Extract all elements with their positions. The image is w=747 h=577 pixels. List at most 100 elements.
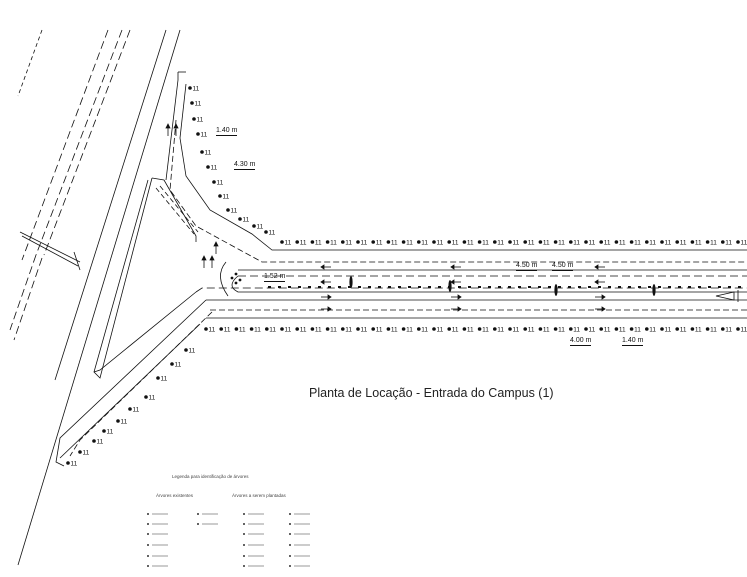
pole-label: 11	[330, 327, 337, 334]
pole-label: 11	[558, 240, 565, 247]
pole-icon	[128, 407, 132, 411]
highway-edge-line	[9, 254, 37, 331]
legend-symbol-icon	[197, 523, 199, 525]
pole-label: 11	[452, 240, 459, 247]
pole-label: 11	[695, 240, 702, 247]
pole-label: 11	[361, 240, 368, 247]
legend-symbol-icon	[289, 513, 291, 515]
dimension-label: 1.40 m	[216, 127, 238, 136]
legend-entry-line	[294, 533, 310, 535]
pole-label: 11	[437, 240, 444, 247]
legend-symbol-icon	[289, 565, 291, 567]
ramp-median	[155, 187, 195, 235]
median-marker	[618, 286, 621, 288]
pole-label: 11	[361, 327, 368, 334]
pole-icon	[280, 327, 284, 331]
arrow-left-icon	[594, 264, 605, 270]
legend-symbol-icon	[147, 513, 149, 515]
median-marker	[598, 286, 601, 288]
pole-label: 11	[589, 327, 596, 334]
legend-entry-line	[248, 533, 264, 535]
highway-edge-line	[35, 29, 123, 256]
median-marker	[408, 286, 411, 288]
median-marker	[278, 286, 281, 288]
pole-label: 11	[589, 240, 596, 247]
pole-icon	[660, 327, 664, 331]
arrow-up-icon	[213, 241, 219, 254]
pole-label: 11	[680, 240, 687, 247]
median-marker	[508, 286, 511, 288]
median-signs	[230, 272, 656, 296]
pole-icon	[78, 450, 82, 454]
pole-label: 11	[543, 327, 550, 334]
median-marker	[378, 286, 381, 288]
pole-icon	[156, 376, 160, 380]
median-marker	[678, 286, 681, 288]
entry-ramp-edge	[169, 119, 747, 263]
pole-icon	[417, 327, 421, 331]
traffic-island	[151, 177, 197, 242]
median-marker	[708, 286, 711, 288]
pole-icon	[371, 327, 376, 331]
pole-icon	[92, 439, 96, 443]
pole-icon	[584, 327, 588, 331]
legend-symbol-icon	[243, 555, 245, 557]
arrow-right-icon	[451, 294, 462, 300]
entry-ramp-edge	[165, 72, 179, 181]
pole-icon	[508, 240, 512, 244]
median-marker	[518, 286, 521, 288]
legend-symbol-icon	[243, 533, 245, 535]
median-marker	[328, 286, 331, 288]
pole-icon	[584, 240, 588, 244]
pole-icon	[184, 348, 188, 352]
pole-label: 11	[437, 327, 444, 334]
median-marker	[458, 286, 461, 288]
pole-label: 11	[634, 327, 641, 334]
pole-label: 11	[315, 327, 322, 334]
bridge-line	[73, 251, 81, 271]
pole-label: 11	[83, 450, 90, 457]
pole-icon	[401, 240, 406, 244]
pole-label: 11	[189, 348, 196, 355]
central-median	[220, 261, 229, 297]
pole-label: 11	[121, 419, 128, 426]
legend-symbol-icon	[243, 544, 245, 546]
pole-icon	[356, 240, 360, 244]
pole-label: 11	[254, 327, 261, 334]
pole-label: 11	[197, 117, 204, 124]
highway-edge-line	[21, 29, 109, 261]
pole-label: 11	[528, 240, 535, 247]
pole-icon	[386, 240, 391, 244]
legend-entry-line	[202, 513, 218, 515]
pole-icon	[447, 240, 452, 244]
median-marker	[558, 286, 561, 288]
arrow-right-icon	[451, 306, 462, 312]
highway-edge-line	[43, 29, 131, 256]
pole-label: 11	[217, 180, 224, 187]
exit-ramp-edge	[69, 311, 213, 457]
island-marker-icon	[234, 281, 238, 285]
pole-label: 11	[243, 217, 250, 224]
pole-icon	[238, 217, 242, 221]
pole-label: 11	[224, 327, 231, 334]
arrow-up-icon	[201, 255, 207, 268]
pole-icon	[325, 327, 330, 331]
traffic-island	[93, 177, 153, 379]
pole-icon	[508, 327, 512, 331]
legend-symbol-icon	[289, 523, 291, 525]
median-marker	[668, 286, 671, 288]
pole-label: 11	[231, 208, 238, 215]
legend-entry-line	[294, 544, 310, 546]
pole-label: 11	[345, 240, 352, 247]
pole-icon	[629, 240, 634, 244]
pole-icon	[569, 327, 573, 331]
pole-label: 11	[391, 240, 398, 247]
arrow-right-icon	[321, 294, 332, 300]
pole-label: 11	[211, 165, 218, 172]
median-marker	[698, 286, 701, 288]
pole-icon	[614, 327, 619, 331]
pole-label: 11	[421, 327, 428, 334]
pole-icon	[218, 194, 222, 198]
arrow-left-icon	[320, 264, 331, 270]
dimension-label: 1.40 m	[622, 337, 644, 346]
